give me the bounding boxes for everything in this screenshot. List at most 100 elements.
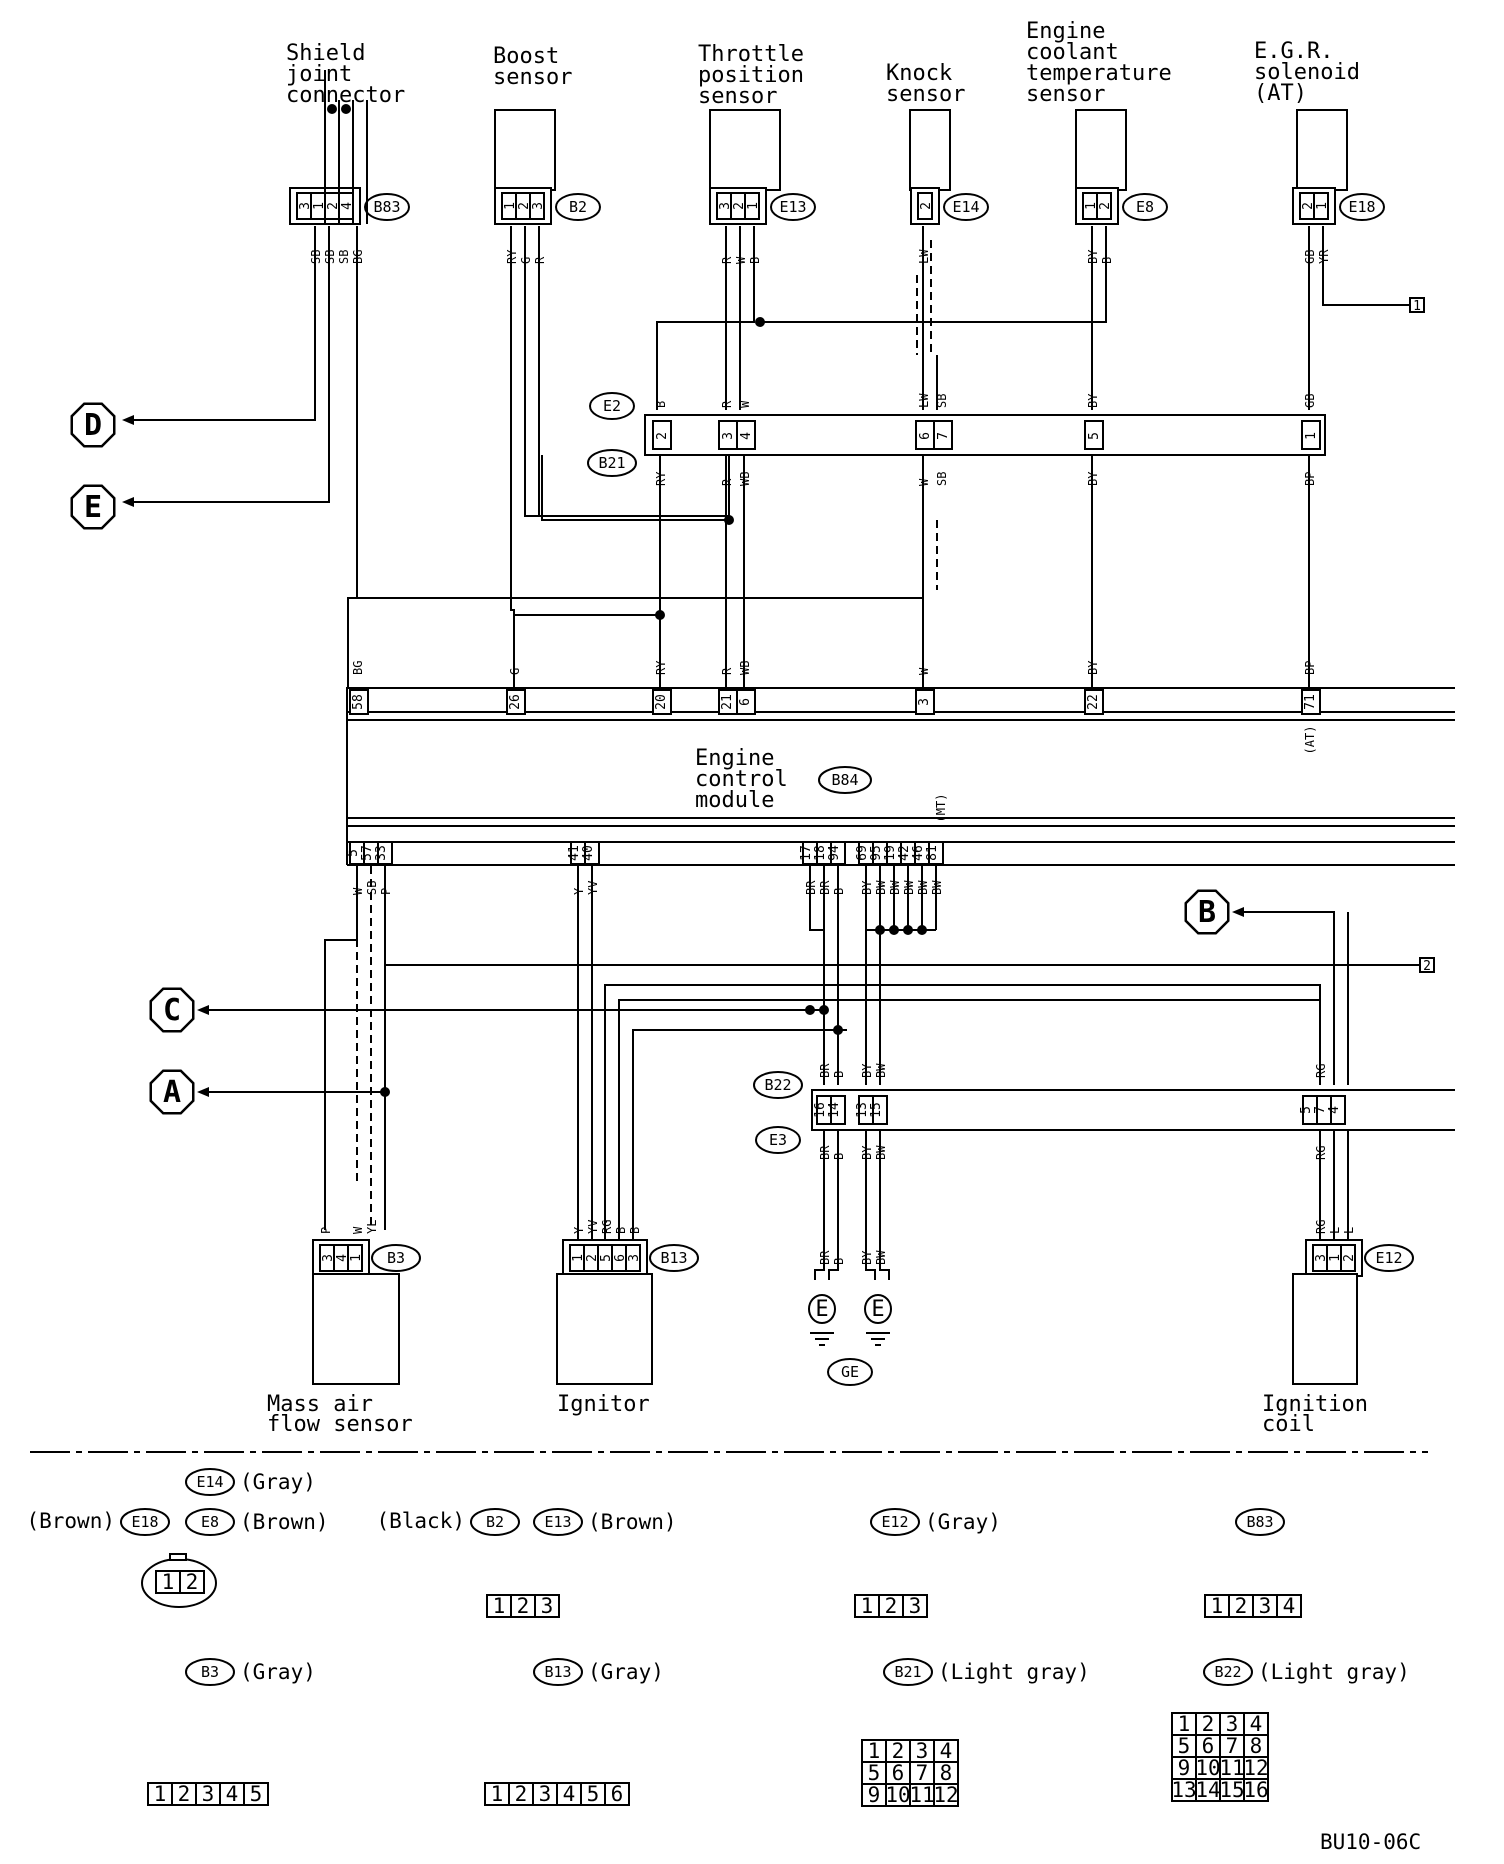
component-body [494, 109, 556, 191]
legend-b83: B83 [1235, 1508, 1285, 1536]
legend-pin-num: 4 [1283, 1594, 1296, 1618]
connector-oval [470, 1508, 520, 1536]
connector-cut [1455, 1080, 1504, 1140]
legend-b13: B13(Gray) [533, 1658, 664, 1686]
wire [130, 226, 316, 421]
connector-code: B3 [387, 1249, 405, 1267]
wire-code: BR [804, 880, 818, 895]
wire-code: Y [572, 1226, 586, 1234]
connector-oval [555, 193, 601, 221]
legend-pin-num: 6 [611, 1782, 624, 1806]
pin-number: 2 [655, 432, 670, 440]
component-name: (AT) [1254, 81, 1307, 106]
mt-note: (MT) [934, 794, 948, 823]
ref-a: A [149, 1069, 195, 1115]
legend-pin-num: 3 [202, 1782, 215, 1806]
arrow-head [197, 1087, 209, 1097]
legend-pin-num: 2 [186, 1570, 199, 1594]
pin-number: 2 [1098, 202, 1113, 210]
component-name: Ignitor [557, 1392, 650, 1417]
legend-pin-num: 13 [1171, 1778, 1196, 1802]
b3-connector-label: B3 [371, 1244, 421, 1272]
pin-number: 3 [531, 202, 546, 210]
pin-cell [1330, 1095, 1346, 1125]
legend-pin-num: 8 [940, 1761, 953, 1785]
component-name: Throttle [698, 42, 804, 67]
pin-number: 5 [346, 849, 361, 857]
component-name: Knock [886, 61, 952, 86]
pin-cell [347, 1244, 363, 1272]
ecm-component: EnginecontrolmoduleB8458BG26G20RY21R6WB3… [346, 660, 1504, 895]
wire [510, 226, 515, 688]
wire [632, 1029, 847, 1240]
legend-pin [243, 1782, 269, 1806]
legend-b3: B3(Gray) [185, 1658, 316, 1686]
legend-pin-num: 5 [868, 1761, 881, 1785]
wire-code: B [832, 888, 846, 895]
legend-color: (Black) [376, 1509, 465, 1533]
connector-shell [811, 1089, 1473, 1131]
legend-pin-num: 10 [885, 1783, 910, 1807]
wire-code: R [720, 478, 734, 486]
wire-code: B [614, 1227, 628, 1234]
wire [524, 226, 730, 519]
wire [865, 1130, 876, 1280]
connector-code: E13 [779, 198, 806, 216]
b84-label: B84 [818, 766, 872, 794]
pin-cell [1313, 192, 1329, 220]
wire-code: L [1342, 1227, 1356, 1234]
pin-number: 4 [739, 432, 754, 440]
pin-number: 16 [813, 1102, 828, 1118]
connector-oval [753, 1071, 803, 1099]
connector-oval [120, 1508, 170, 1536]
component-name: Boost [493, 44, 559, 69]
pin-number: 7 [1313, 1106, 1328, 1114]
legend-e14: E14 (Gray) [185, 1468, 316, 1496]
e18-connector-label: E18 [1339, 193, 1385, 221]
connector-oval [185, 1508, 235, 1536]
ref-square [1409, 297, 1425, 313]
wire-code: BR [818, 1145, 832, 1160]
wire-code: YL [365, 1220, 379, 1234]
connector-oval [1235, 1508, 1285, 1536]
wire-code: BW [916, 880, 930, 895]
ref-octagon [70, 484, 116, 530]
wire-code: BY [860, 1063, 874, 1078]
legend-pin-num: 3 [541, 1594, 554, 1618]
connector-code: E14 [196, 1473, 223, 1491]
e12-connector-label: E12 [1364, 1244, 1414, 1272]
wire-code: P [319, 1227, 333, 1234]
pin-number: 3 [1314, 1254, 1329, 1262]
pin-number: 3 [298, 202, 313, 210]
wire-code: Y [572, 887, 586, 895]
legend-color: (Gray) [240, 1470, 316, 1494]
wire-code: BW [888, 880, 902, 895]
legend-color: (Light gray) [1258, 1660, 1410, 1684]
pin-cell [830, 841, 846, 865]
figure-code: BU10-06C [1320, 1830, 1421, 1854]
component-name: connector [286, 83, 405, 108]
pin-number: 2 [1342, 1254, 1357, 1262]
legend-color: (Brown) [588, 1510, 677, 1534]
wire-code: BW [930, 880, 944, 895]
legend-color: (Gray) [588, 1660, 664, 1684]
component-name: flow sensor [267, 1412, 413, 1437]
e13-connector-label: E13 [770, 193, 816, 221]
wire [828, 1130, 839, 1280]
pin-number: 17 [799, 845, 814, 861]
connector-oval [1364, 1244, 1414, 1272]
ecm-name: control [695, 767, 788, 792]
legend-pin-num: 1 [1211, 1594, 1224, 1618]
pin-cell [744, 192, 760, 220]
legend-pin-num: 12 [933, 1783, 958, 1807]
pin-number: 58 [351, 694, 366, 710]
